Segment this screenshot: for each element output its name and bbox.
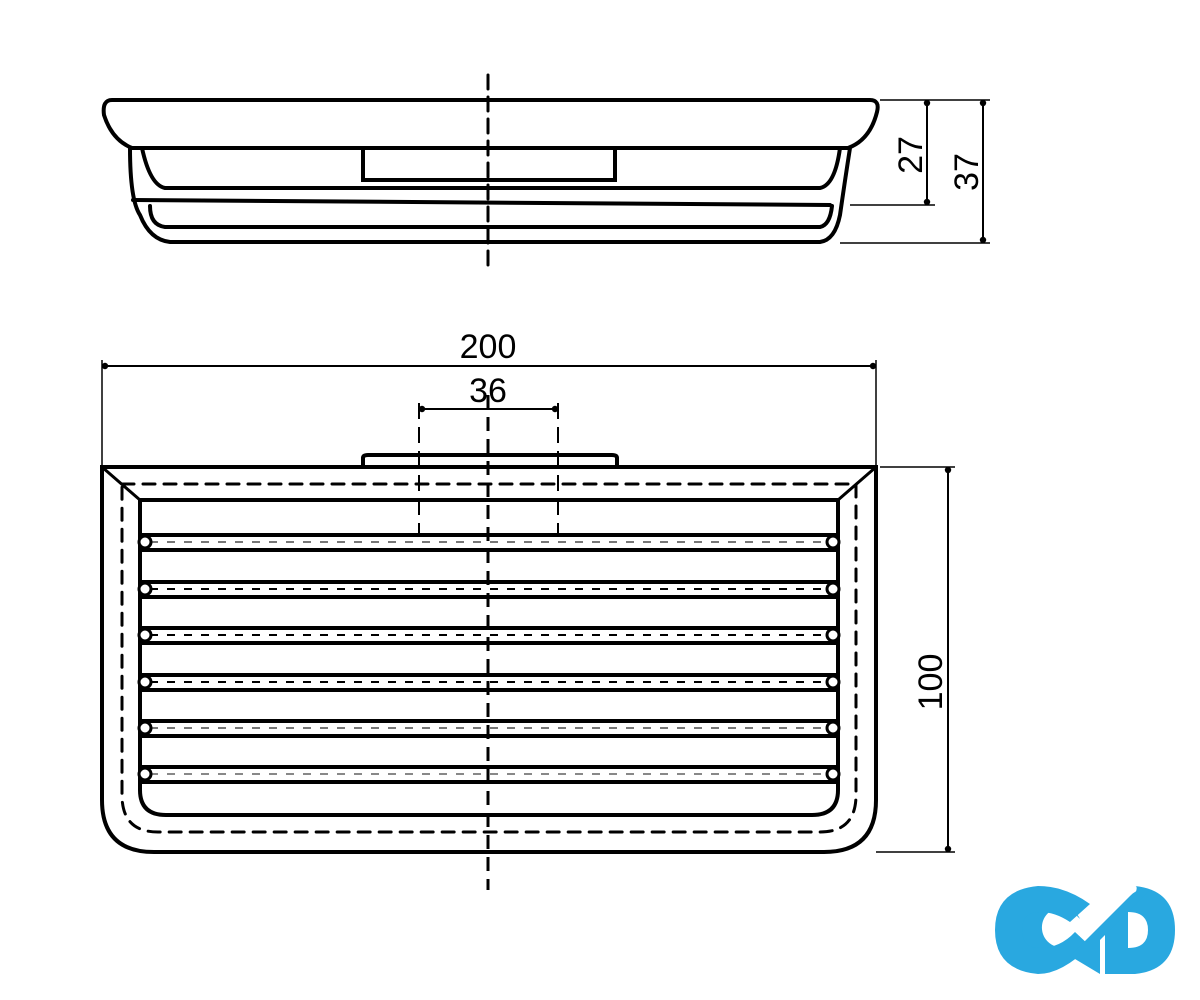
- dim-label-36: 36: [469, 372, 507, 410]
- dim-label-100: 100: [912, 654, 950, 711]
- top-view-outline: [100, 465, 878, 854]
- side-view-dimensions: [840, 99, 990, 244]
- top-view-mount-tab: [361, 453, 619, 469]
- top-view-hidden-outline: [120, 482, 858, 834]
- top-view-centerlines: [418, 395, 559, 890]
- top-view-dimensions: [101, 360, 955, 853]
- side-view-mount-plate: [361, 146, 617, 182]
- top-view: [100, 453, 878, 854]
- dim-label-200: 200: [460, 328, 517, 366]
- side-view-ledge-inner: [148, 204, 834, 229]
- side-view-ledge: [131, 198, 832, 207]
- top-view-basin: [138, 498, 840, 817]
- side-view-basin: [140, 146, 842, 190]
- dim-label-37: 37: [948, 153, 986, 191]
- dim-label-27: 27: [892, 136, 930, 174]
- side-view-lip: [101, 98, 880, 150]
- infinity-cd-logo: [995, 884, 1175, 976]
- side-view: [101, 73, 880, 270]
